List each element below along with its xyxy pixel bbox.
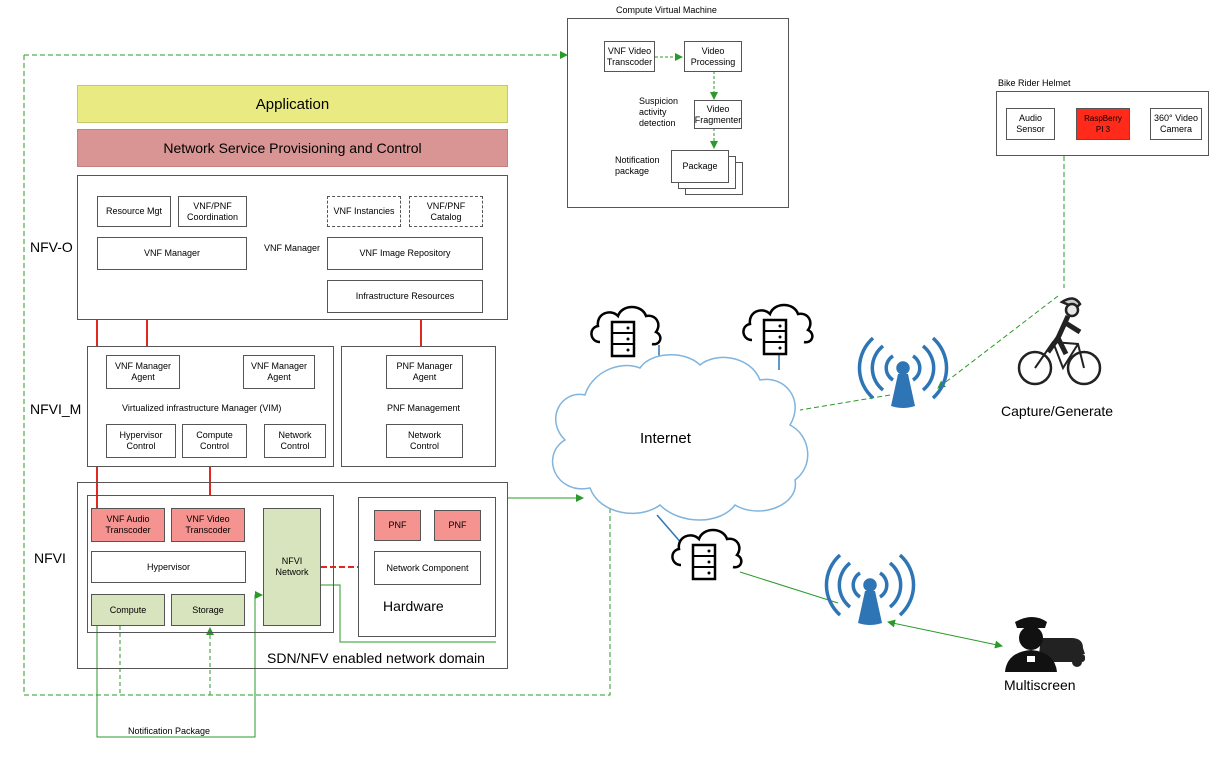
video-processing-box: Video Processing — [684, 41, 742, 72]
network-component-box: Network Component — [374, 551, 481, 585]
capture-generate-label: Capture/Generate — [1001, 403, 1114, 419]
layer-label-nfvim: NFVI_M — [30, 401, 82, 417]
nfvi-panel — [77, 482, 508, 669]
video-camera-box: 360° Video Camera — [1150, 108, 1202, 140]
vnf-manager-box: VNF Manager — [97, 237, 247, 270]
vnf-instancies-box: VNF Instancies — [327, 196, 401, 227]
cyclist-icon — [1017, 297, 1102, 386]
vnf-audio-transcoder-box: VNF Audio Transcoder — [91, 508, 165, 542]
vnf-image-repository-box: VNF Image Repository — [327, 237, 483, 270]
notification-package-label: Notification Package — [128, 726, 211, 736]
vnf-manager-agent-2: VNF Manager Agent — [243, 355, 315, 389]
server-cloud-icon-2 — [742, 303, 814, 356]
vnf-manager-label: VNF Manager — [264, 243, 321, 253]
pnf-box-1: PNF — [374, 510, 421, 541]
resource-mgt-box: Resource Mgt — [97, 196, 171, 227]
virtual-infrastructure-panel — [87, 495, 334, 633]
nfvi-network-box: NFVI Network — [263, 508, 321, 626]
compute-box: Compute — [91, 594, 165, 626]
layer-label-nfvi: NFVI — [34, 550, 66, 566]
cvm-title: Compute Virtual Machine — [616, 5, 717, 15]
video-fragmenter-box: Video Fragmenter — [694, 100, 742, 129]
notification-package-text: Notification package — [615, 155, 660, 176]
hardware-panel — [358, 497, 496, 637]
police-officer-icon — [1005, 617, 1085, 672]
package-box: Package — [671, 150, 729, 183]
compute-control-box: Compute Control — [182, 424, 247, 458]
internet-label: Internet — [640, 430, 691, 447]
wireless-tower-icon-1 — [857, 336, 949, 408]
raspberry-pi-box: RaspBerry PI 3 — [1076, 108, 1130, 140]
helmet-title: Bike Rider Helmet — [998, 78, 1071, 88]
audio-sensor-box: Audio Sensor — [1006, 108, 1055, 140]
hardware-label: Hardware — [383, 598, 444, 614]
vnf-manager-agent-1: VNF Manager Agent — [106, 355, 180, 389]
infrastructure-resources-box: Infrastructure Resources — [327, 280, 483, 313]
vnf-pnf-coordination-box: VNF/PNF Coordination — [178, 196, 247, 227]
storage-box: Storage — [171, 594, 245, 626]
server-cloud-icon-3 — [671, 528, 743, 581]
network-service-provisioning-bar: Network Service Provisioning and Control — [77, 129, 508, 167]
vim-label: Virtualized infrastructure Manager (VIM) — [122, 403, 282, 413]
network-control-box: Network Control — [264, 424, 326, 458]
wireless-tower-icon-2 — [824, 553, 916, 625]
pnf-manager-agent-box: PNF Manager Agent — [386, 355, 463, 389]
pnf-network-control-box: Network Control — [386, 424, 463, 458]
server-cloud-icon-1 — [590, 305, 662, 358]
sdn-domain-label: SDN/NFV enabled network domain — [267, 650, 485, 666]
layer-label-nfvo: NFV-O — [30, 239, 73, 255]
vnf-pnf-catalog-box: VNF/PNF Catalog — [409, 196, 483, 227]
cvm-panel — [567, 18, 789, 208]
multiscreen-label: Multiscreen — [1004, 677, 1076, 693]
vnf-video-transcoder-box: VNF Video Transcoder — [171, 508, 245, 542]
suspicion-activity-label: Suspicion activity detection — [639, 96, 679, 128]
application-bar: Application — [77, 85, 508, 123]
pnf-management-label: PNF Management — [387, 403, 461, 413]
cvm-vnf-video-transcoder-box: VNF Video Transcoder — [604, 41, 655, 72]
pnf-box-2: PNF — [434, 510, 481, 541]
hypervisor-control-box: Hypervisor Control — [106, 424, 176, 458]
hypervisor-box: Hypervisor — [91, 551, 246, 583]
